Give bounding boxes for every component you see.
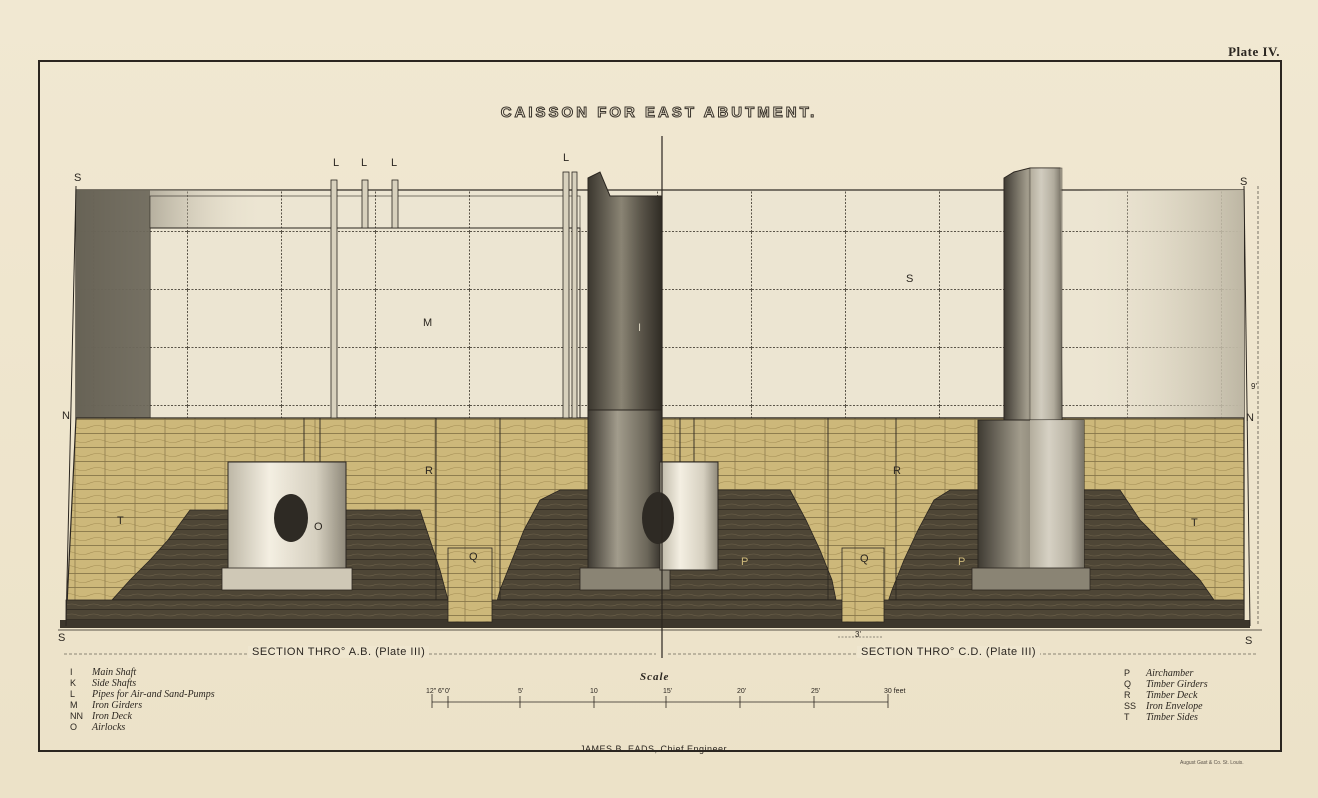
label-S-bottom-right: S [1245,635,1253,647]
right-shaft-lower-light [1030,420,1084,570]
plate-number: Plate IV. [1228,44,1280,59]
main-shaft-collar [579,567,671,591]
label-S-center: S [906,273,914,285]
label-L3: L [391,157,398,169]
printer-credit: August Gast & Co. St. Louis. [1180,760,1244,766]
tie-rods [303,418,897,600]
section-right: SECTION THRO° C.D. (Plate III) [857,646,1041,658]
label-N-left: N [62,410,70,422]
label-P-center: P [741,556,749,568]
label-S-bottom-left: S [58,632,66,644]
label-M: M [423,317,433,329]
label-L1: L [333,157,340,169]
scale-tick: 5' [518,688,524,695]
section-left: SECTION THRO° A.B. (Plate III) [248,646,430,658]
left-dark-block [76,190,150,418]
right-shaft-inner [1029,167,1063,421]
airlock-left-door [274,494,308,542]
scale-tick: 12" [426,688,437,695]
scale-tick: 20' [737,688,747,695]
plate-title: CAISSON FOR EAST ABUTMENT. [500,104,818,122]
label-side-dim: 9' [1251,382,1257,391]
scale-bar [431,694,889,708]
label-L4: L [563,152,570,164]
chief-engineer: JAMES B. EADS, Chief Engineer [580,744,728,754]
label-S-right: S [1240,176,1248,188]
label-N-right: N [1246,412,1254,424]
bottom-timber-band [65,599,1245,623]
label-P-right: P [958,556,966,568]
airlock-left-base [221,567,353,591]
right-shading [1080,190,1244,418]
airlock-left [227,461,347,571]
main-shaft [587,171,663,419]
label-T-right: T [1191,517,1198,529]
timber-girder-q-right [841,547,885,623]
scale-tick: 30 feet [884,688,906,695]
label-S-left: S [74,172,82,184]
scale-tick: 6" [438,688,445,695]
label-O: O [314,521,323,533]
scale-tick: 0' [445,688,451,695]
main-shaft-lower [587,409,663,571]
label-Q-left: Q [469,551,478,563]
right-shaft-collar [971,567,1091,591]
label-R-right: R [893,465,901,477]
airlock-center-door [642,492,674,544]
right-side-line [1243,185,1251,627]
label-T-left: T [117,515,124,527]
timber-girder-q-left [447,547,493,623]
air-sand-pipes [330,171,578,419]
label-three-ft: 3' [855,630,861,639]
left-side-line [65,185,77,627]
scale-tick: 15' [663,688,673,695]
label-L2: L [361,157,368,169]
label-R-left: R [425,465,433,477]
label-Q-right: Q [860,553,869,565]
scale-tick: 10 [590,688,598,695]
plate-frame [38,60,1282,752]
scale-label: Scale [640,671,670,683]
cutting-edge [60,620,1250,628]
scale-tick: 25' [811,688,821,695]
iron-girder-panel [149,227,581,419]
label-I: I [638,322,642,334]
